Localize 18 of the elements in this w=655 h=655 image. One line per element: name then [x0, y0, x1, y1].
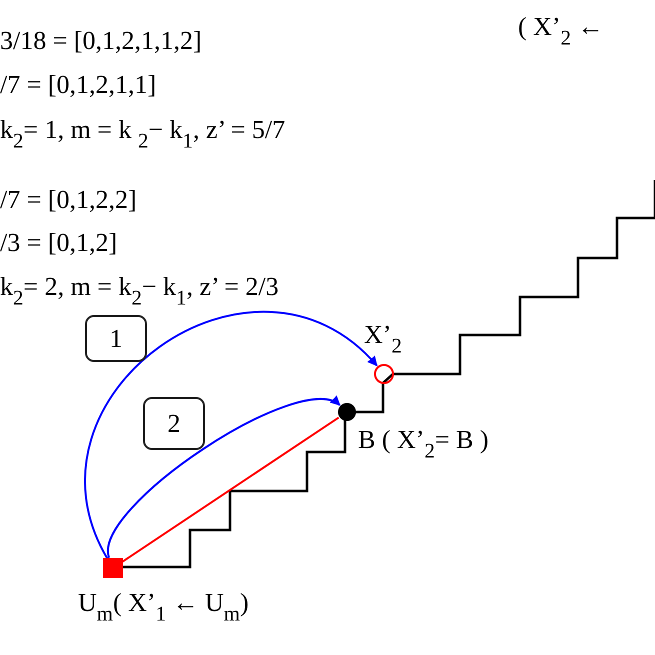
circle-marker	[374, 364, 394, 384]
point-label: B ( X’$_{2}$= B )	[358, 425, 489, 464]
formula-text: /3 = [0,1,2]	[0, 228, 118, 258]
formula-text: k$_{2}$= 1, m = k $_{2}$− k$_{1}$, z’ = 5/7	[0, 115, 286, 154]
point-dot	[338, 403, 356, 421]
connector-line	[122, 416, 340, 563]
formula-text: /7 = [0,1,2,2]	[0, 185, 137, 215]
curved-arrow	[84, 311, 378, 559]
formula-text: /7 = [0,1,2,1,1]	[0, 70, 156, 100]
point-label: X’$_{2}$	[364, 320, 402, 360]
number-label-box: 2	[143, 397, 205, 450]
curved-arrow	[108, 396, 341, 558]
point-label: U$_{m}$( X’$_{1}$ ← U$_{m}$)	[78, 588, 249, 628]
formula-text: k$_{2}$= 2, m = k$_{2}$− k$_{1}$, z’ = 2/3	[0, 272, 279, 312]
formula-text: ( X’$_{2}$ ←	[518, 12, 604, 52]
number-label-box: 1	[85, 315, 147, 362]
formula-text: 3/18 = [0,1,2,1,1,2]	[0, 26, 202, 56]
square-marker	[103, 558, 123, 578]
